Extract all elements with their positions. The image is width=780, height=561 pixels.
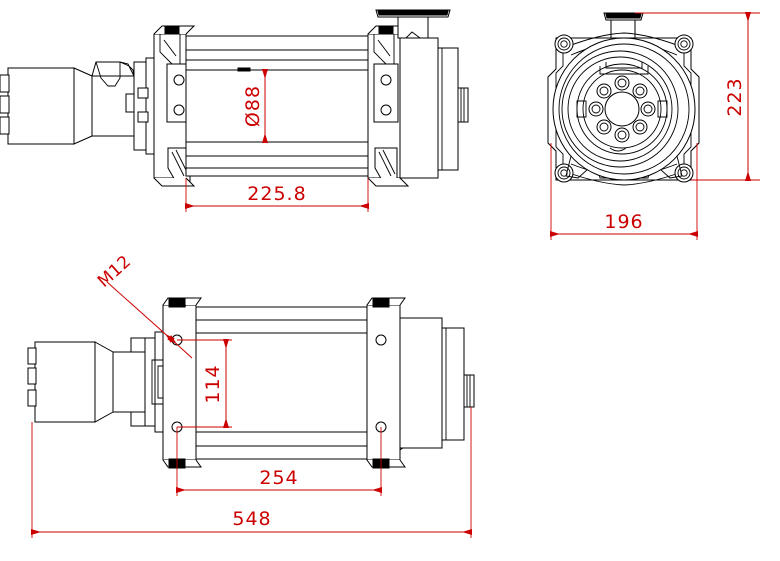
dimension-225-8: 225.8 <box>185 178 369 212</box>
hydraulic-motor-assembly <box>0 57 155 155</box>
brake-housing-lower <box>399 317 475 449</box>
dimension-dia88: Ø88 <box>242 69 268 143</box>
dimension-254: 254 <box>176 427 382 496</box>
top-left-view: Ø88 225.8 <box>0 9 469 212</box>
right-support-bracket <box>367 25 410 187</box>
dimension-196: 196 <box>550 143 698 240</box>
dimension-196-text: 196 <box>604 211 643 233</box>
dimension-223: 223 <box>635 12 760 181</box>
dimension-114: 114 <box>177 339 232 428</box>
top-right-view: 223 196 <box>547 12 760 240</box>
hydraulic-motor-assembly-lower <box>27 331 164 433</box>
dimension-114-text: 114 <box>202 364 224 403</box>
dimension-dia88-text: Ø88 <box>242 85 264 127</box>
dimension-548: 548 <box>31 407 472 538</box>
cable-drum <box>185 35 369 177</box>
brake-housing <box>375 9 469 179</box>
dimension-223-text: 223 <box>724 77 746 116</box>
hub-bolt-pattern <box>576 62 668 152</box>
bottom-view: M12 114 254 548 <box>27 252 475 538</box>
dimension-254-text: 254 <box>259 467 298 489</box>
dimension-225-8-text: 225.8 <box>247 183 306 205</box>
left-support-bracket <box>153 25 196 187</box>
dimension-548-text: 548 <box>232 508 271 530</box>
